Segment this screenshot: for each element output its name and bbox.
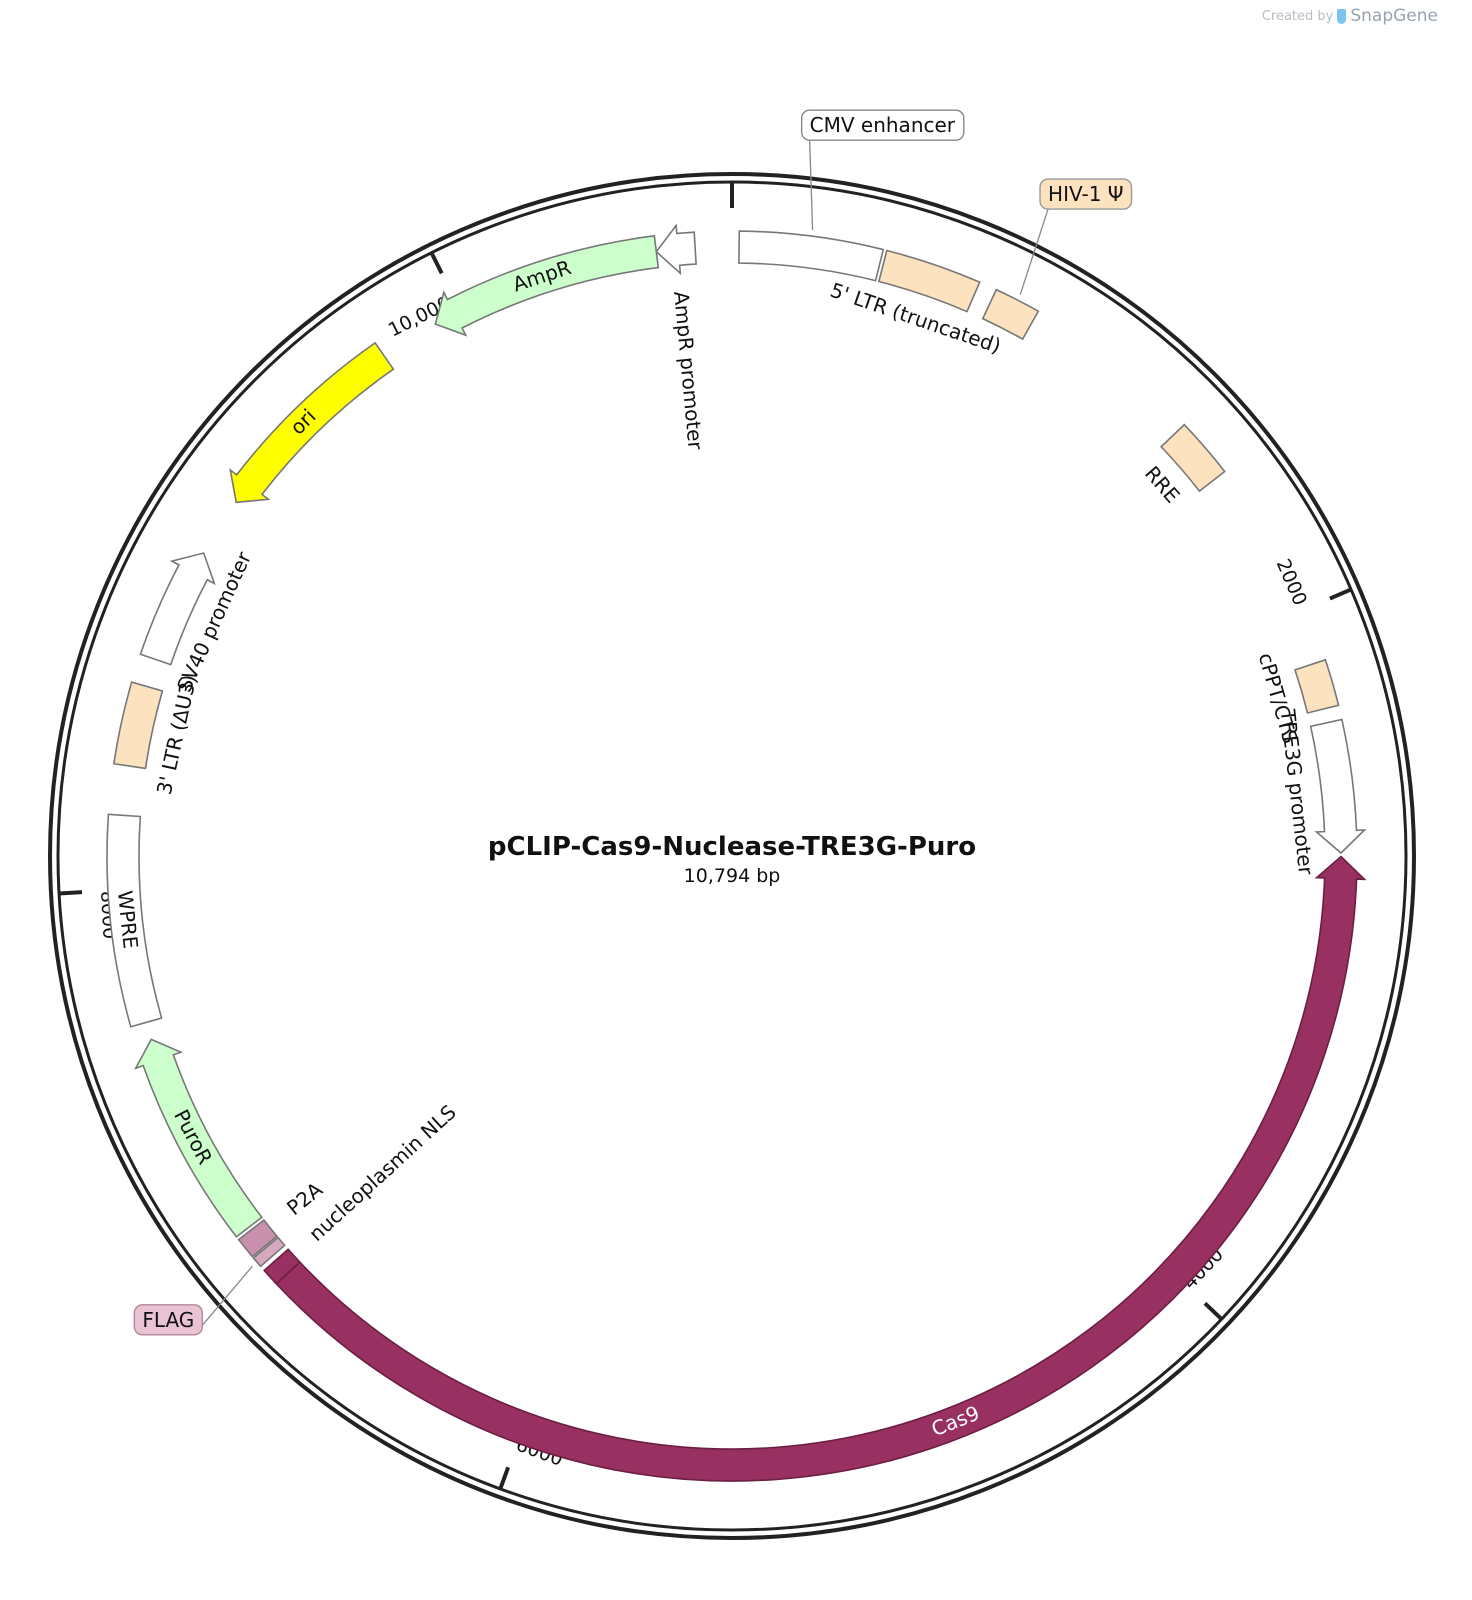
feature-tre3g-promoter[interactable] xyxy=(1309,718,1367,855)
callout-label-flag: FLAG xyxy=(142,1308,194,1332)
map-center: pCLIP-Cas9-Nuclease-TRE3G-Puro 10,794 bp xyxy=(488,832,976,887)
feature-nucleoplasmin-nls[interactable] xyxy=(263,1248,301,1286)
feature-p2a[interactable] xyxy=(237,1218,279,1258)
feature-ori[interactable] xyxy=(229,341,395,504)
snapgene-logo-icon xyxy=(1337,8,1347,24)
credit-brand: SnapGene xyxy=(1350,6,1438,26)
feature-puror[interactable] xyxy=(133,1038,263,1238)
feature-ampr-promoter[interactable] xyxy=(655,223,697,276)
tick-2000 xyxy=(1329,587,1352,601)
tick-label-2000: 2000 xyxy=(1272,556,1311,609)
feature-label-ampr-promoter: AmpR promoter xyxy=(669,290,708,451)
feature-3-ltr[interactable] xyxy=(112,681,164,770)
callout-line-flag xyxy=(193,1265,253,1336)
tick-8000 xyxy=(58,890,83,896)
feature-cmv-enhancer[interactable] xyxy=(738,230,885,282)
callout-box-flag xyxy=(133,1304,203,1336)
credit-badge: Created by SnapGene xyxy=(1262,6,1438,26)
callout-box-hiv-psi xyxy=(1039,178,1133,210)
feature-cas9[interactable] xyxy=(275,855,1367,1482)
feature-cppt-cts[interactable] xyxy=(1294,658,1340,714)
backbone-outer-circle xyxy=(48,172,1416,1540)
feature-5-ltr[interactable] xyxy=(877,249,981,313)
plasmid-name: pCLIP-Cas9-Nuclease-TRE3G-Puro xyxy=(488,832,976,862)
feature-rre[interactable] xyxy=(1160,423,1226,493)
features-layer xyxy=(106,223,1367,1482)
tick-6000 xyxy=(498,1466,511,1490)
callout-box-cmv-enhancer xyxy=(800,109,965,141)
feature-label-rre: RRE xyxy=(1140,461,1185,507)
feature-label-nucleoplasmin-nls: nucleoplasmin NLS xyxy=(304,1100,461,1246)
callout-label-hiv-psi: HIV-1 Ψ xyxy=(1048,182,1124,206)
callout-line-cmv-enhancer xyxy=(809,140,814,231)
feature-sv40-promoter[interactable] xyxy=(139,552,216,666)
credit-prefix: Created by xyxy=(1261,8,1334,24)
tick-10000 xyxy=(429,251,444,275)
tick-4000 xyxy=(1203,1301,1224,1321)
feature-wpre[interactable] xyxy=(106,813,163,1028)
callout-label-cmv-enhancer: CMV enhancer xyxy=(810,113,956,137)
feature-hiv-psi[interactable] xyxy=(981,288,1040,341)
callout-line-hiv-psi xyxy=(1019,208,1049,295)
plasmid-size: 10,794 bp xyxy=(684,865,781,887)
plasmid-backbone xyxy=(48,172,1416,1540)
feature-flag[interactable] xyxy=(252,1236,286,1268)
